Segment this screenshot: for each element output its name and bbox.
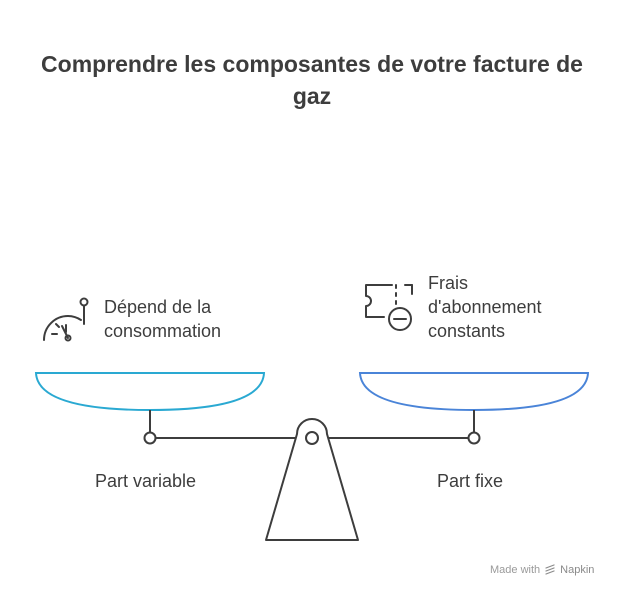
right-description-line-3: constants: [428, 321, 506, 341]
left-beam-joint: [143, 431, 157, 445]
left-pan: [34, 372, 266, 412]
right-beam-joint: [467, 431, 481, 445]
right-description-line-1: Frais: [428, 273, 468, 293]
made-with-text: Made with: [490, 564, 541, 576]
right-pan-label: Part fixe: [437, 471, 504, 491]
right-description-line-2: d'abonnement: [428, 297, 542, 317]
napkin-brand-text: Napkin: [560, 564, 595, 576]
pivot-joint: [305, 431, 319, 445]
left-description-line-1: Dépend de la: [104, 297, 212, 317]
footer-attribution[interactable]: Made with Napkin: [490, 564, 594, 576]
right-pan: [358, 372, 590, 412]
napkin-logo-icon: [545, 564, 555, 575]
scale-stand: [265, 418, 359, 541]
speedometer-icon: [43, 297, 89, 342]
diagram-title: Comprendre les composantes de votre fact…: [41, 51, 583, 109]
left-description-line-2: consommation: [104, 321, 222, 341]
ticket-minus-icon: [365, 284, 413, 331]
left-pan-label: Part variable: [95, 471, 197, 491]
